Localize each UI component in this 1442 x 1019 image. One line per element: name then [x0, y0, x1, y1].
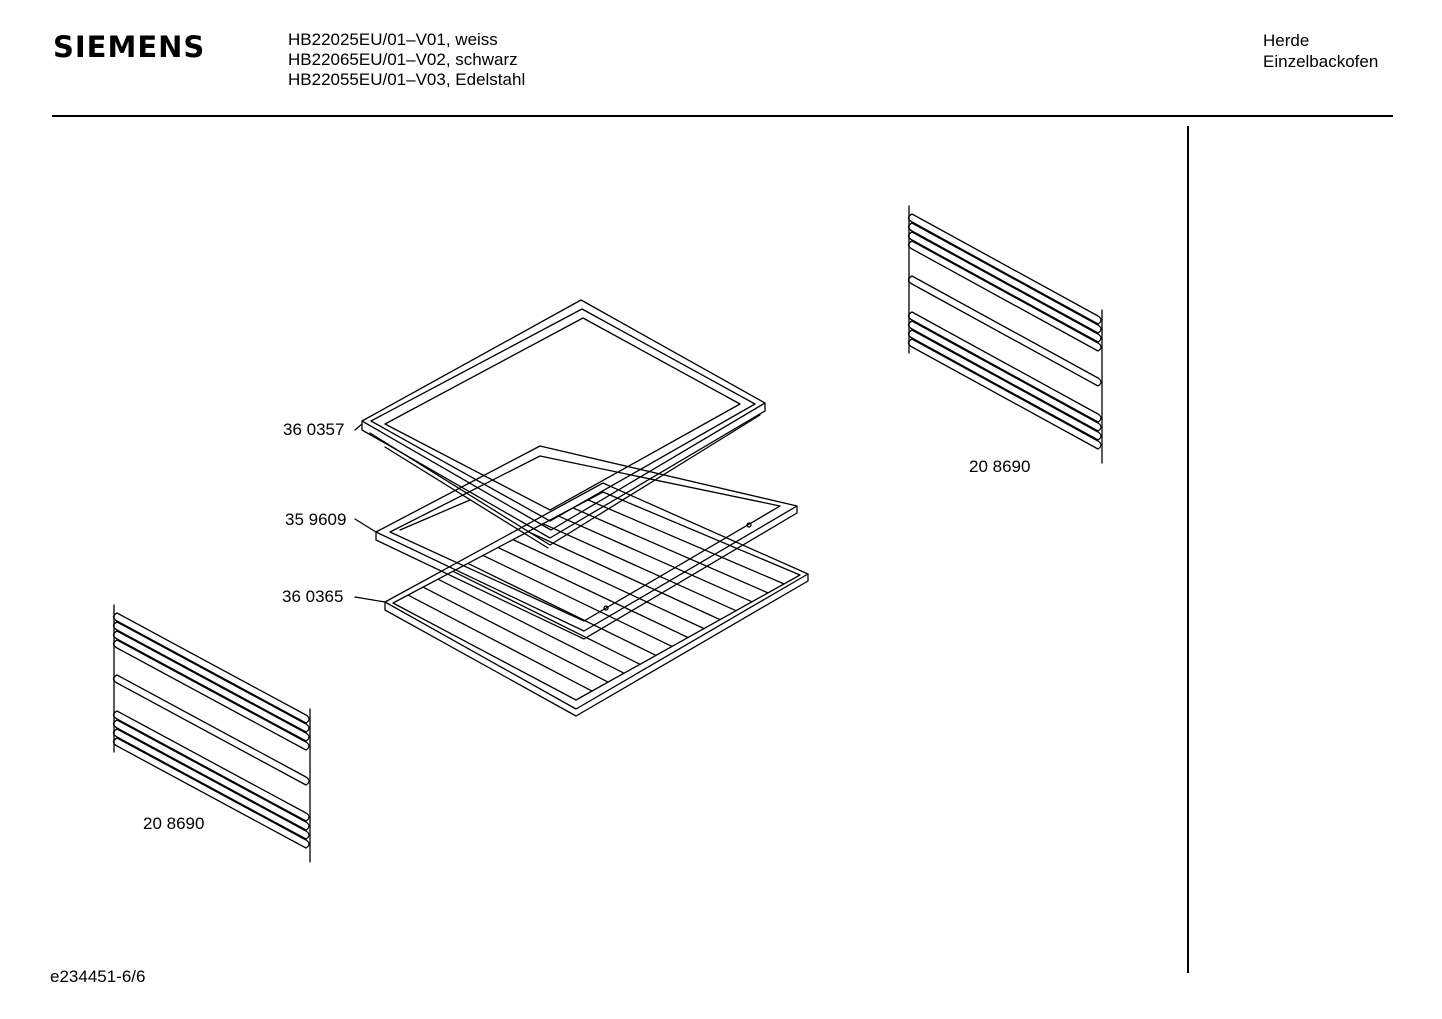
- part-number-rail-right: 20 8690: [969, 457, 1031, 476]
- flat-tray-drawing: [375, 445, 798, 640]
- part-number-rail-left: 20 8690: [143, 814, 205, 833]
- product-category: Herde Einzelbackofen: [1263, 30, 1378, 72]
- category-line-2: Einzelbackofen: [1263, 52, 1379, 71]
- part-number-flat-tray: 35 9609: [285, 510, 347, 529]
- siemens-logo: SIEMENS: [53, 30, 206, 64]
- leader-line-36-0365: [354, 596, 386, 603]
- part-number-baking-tray: 36 0357: [283, 420, 345, 439]
- model-line-2: HB22065EU/01–V02, schwarz: [288, 50, 518, 69]
- part-number-grid-rack: 36 0365: [282, 587, 344, 606]
- baking-tray-drawing: [361, 299, 766, 549]
- side-rail-right-drawing: [907, 205, 1103, 464]
- document-id: e234451-6/6: [50, 967, 146, 986]
- leader-line-36-0357: [354, 423, 363, 431]
- model-line-1: HB22025EU/01–V01, weiss: [288, 30, 498, 49]
- grid-rack-drawing: [384, 482, 809, 717]
- category-line-1: Herde: [1263, 31, 1310, 50]
- side-rail-left-drawing: [112, 604, 311, 863]
- sidebar-divider: [1187, 126, 1189, 973]
- leader-line-35-9609: [354, 518, 377, 533]
- model-line-3: HB22055EU/01–V03, Edelstahl: [288, 70, 526, 89]
- header-divider: [52, 115, 1393, 117]
- model-list: HB22025EU/01–V01, weiss HB22065EU/01–V02…: [288, 30, 525, 90]
